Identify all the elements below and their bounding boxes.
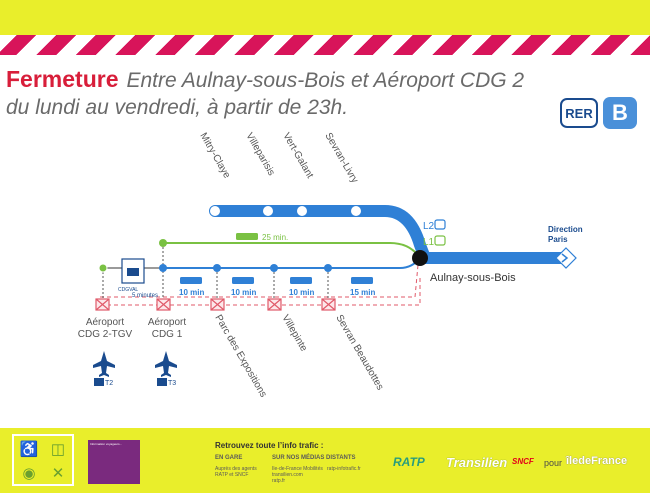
station-mitry bbox=[210, 206, 220, 216]
label-villepinte: Villepinte bbox=[279, 313, 309, 354]
pour-label: pour bbox=[544, 458, 563, 468]
hub-aulnay-label: Aulnay-sous-Bois bbox=[430, 272, 516, 284]
closed-marks bbox=[95, 298, 336, 311]
bus-line-blue bbox=[163, 257, 421, 269]
closed-section-dashed-2 bbox=[100, 264, 419, 298]
bus-seg2-duration: 10 min bbox=[231, 288, 256, 297]
hub-aulnay bbox=[412, 250, 428, 266]
line-b-badge: B bbox=[603, 97, 637, 129]
bus-stop-cdg1-green bbox=[159, 239, 167, 247]
plane-icon-cdg1 bbox=[155, 351, 177, 377]
line-map: Mitry-Claye Villeparisis Vert-Galant Sev… bbox=[78, 131, 583, 399]
bus-line-l2: L2 bbox=[423, 221, 435, 232]
closure-schedule: du lundi au vendredi, à partir de 23h. bbox=[6, 96, 349, 119]
label-mitry: Mitry-Claye bbox=[197, 131, 232, 181]
warning-stripes bbox=[0, 35, 650, 55]
direction-arrow-icon bbox=[555, 247, 577, 269]
en-gare-heading: EN GARE bbox=[215, 455, 243, 461]
bus-seg1-duration: 10 min bbox=[179, 288, 204, 297]
station-villeparisis bbox=[263, 206, 273, 216]
bus-icon-seg1 bbox=[180, 277, 202, 284]
medias-heading: SUR NOS MÉDIAS DISTANTS bbox=[272, 455, 356, 461]
cdgval-label: CDGVAL bbox=[118, 287, 138, 293]
bus-line-green bbox=[163, 242, 421, 259]
vision-icon: ◉ bbox=[22, 465, 36, 482]
closed-section-dashed bbox=[100, 275, 421, 306]
bus-stop-sevran bbox=[324, 264, 332, 272]
bus-icon-seg2 bbox=[232, 277, 254, 284]
hearing-icon: ◫ bbox=[50, 441, 66, 458]
bus-icon-seg3 bbox=[290, 277, 312, 284]
closure-section: Entre Aulnay-sous-Bois et Aéroport CDG 2 bbox=[126, 69, 525, 92]
cognitive-icon: ✕ bbox=[51, 465, 65, 482]
sncf-logo: SNCF bbox=[512, 457, 534, 466]
bus-icon-green bbox=[236, 233, 258, 240]
accessibility-panel: ♿ ◫ ◉ ✕ bbox=[12, 434, 74, 486]
bus-green-duration: 25 min. bbox=[262, 233, 288, 242]
transilien-logo: Transilien bbox=[446, 455, 508, 470]
bus-stop-villepinte bbox=[270, 264, 278, 272]
info-purple-box: Information voyageurs... bbox=[88, 440, 140, 484]
station-sevran-livry bbox=[351, 206, 361, 216]
medias-text: Ile-de-France Mobilités ratp-infotrafic.… bbox=[272, 466, 361, 484]
info-traffic-title: Retrouvez toute l’info trafic : bbox=[215, 441, 324, 450]
terminal-t3: T3 bbox=[168, 380, 176, 387]
label-vert-galant: Vert-Galant bbox=[280, 131, 315, 180]
cdgval-duration: 5 minutes bbox=[132, 293, 158, 299]
bus-stop-cdg2 bbox=[98, 263, 108, 273]
wheelchair-icon: ♿ bbox=[19, 441, 39, 458]
idfm-logo: îledeFrance bbox=[566, 455, 628, 467]
rer-branch-mitry bbox=[209, 205, 431, 264]
bus-icon-seg4 bbox=[351, 277, 373, 284]
top-yellow-band bbox=[0, 0, 650, 35]
label-sevran-beaudottes: Sevran Beaudottes bbox=[333, 313, 385, 392]
closure-label: Fermeture bbox=[6, 66, 119, 92]
bus-seg4-duration: 15 min bbox=[350, 288, 375, 297]
terminal-t2: T2 bbox=[105, 380, 113, 387]
bus-l1-icon bbox=[434, 235, 446, 246]
label-sevran-livry: Sevran-Livry bbox=[322, 131, 360, 185]
ratp-logo: RATP bbox=[393, 455, 425, 469]
bus-stop-cdg1 bbox=[159, 264, 167, 272]
bus-l2-icon bbox=[434, 219, 446, 230]
station-vert-galant bbox=[297, 206, 307, 216]
label-villeparisis: Villeparisis bbox=[243, 131, 276, 178]
page-title: Fermeture Entre Aulnay-sous-Bois et Aérop… bbox=[6, 66, 524, 93]
bus-seg3-duration: 10 min bbox=[289, 288, 314, 297]
terminal-t2-badge bbox=[94, 378, 104, 386]
bus-line-l1: L1 bbox=[423, 237, 435, 248]
cdgval-train-icon bbox=[127, 268, 139, 276]
plane-icon-cdg2 bbox=[93, 351, 115, 377]
terminal-t3-badge bbox=[157, 378, 167, 386]
rer-logo: RER bbox=[560, 98, 598, 128]
label-parc: Parc des Expositions bbox=[212, 313, 268, 399]
bus-stop-parc bbox=[213, 264, 221, 272]
